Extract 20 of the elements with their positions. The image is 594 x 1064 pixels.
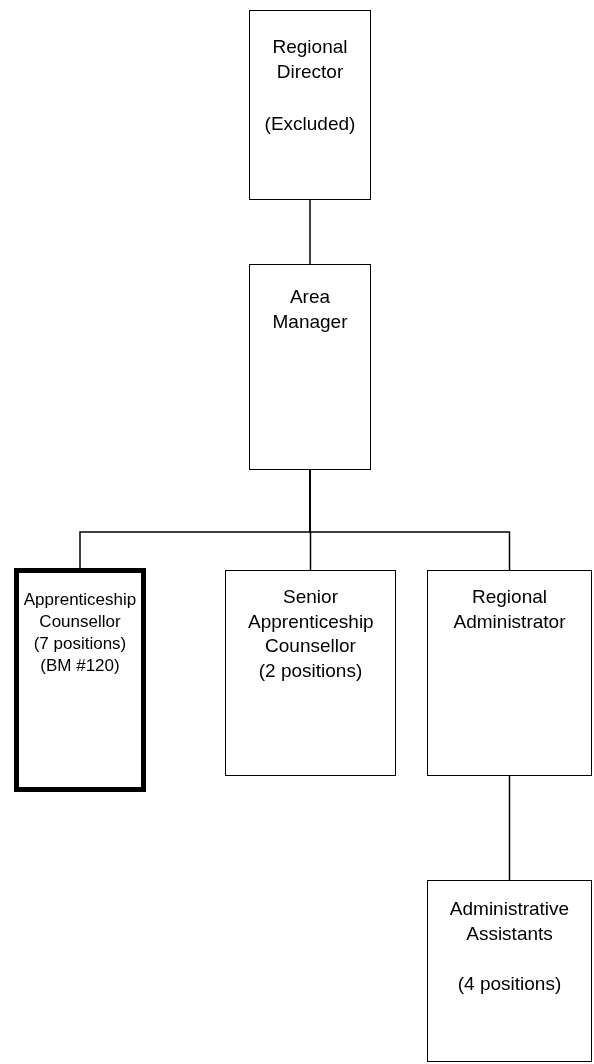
position-note: (7 positions) xyxy=(32,633,128,656)
position-title: Regional Director xyxy=(271,35,349,84)
position-box xyxy=(427,880,592,1062)
position-note: (Excluded) xyxy=(263,112,357,137)
position-box xyxy=(249,264,371,470)
position-title: Area Manager xyxy=(271,285,349,334)
connector-line xyxy=(309,199,311,265)
connector-line xyxy=(309,469,511,571)
position-title: Senior Apprenticeship Counsellor xyxy=(248,585,373,659)
position-title: Regional Administrator xyxy=(452,585,567,634)
position-box xyxy=(14,568,146,792)
position-note: (2 positions) xyxy=(257,659,364,684)
position-note: (4 positions) xyxy=(456,972,563,997)
position-box xyxy=(427,570,592,776)
position-note: (BM #120) xyxy=(39,655,121,678)
position-box xyxy=(225,570,396,776)
position-title: Apprenticeship Counsellor xyxy=(22,589,138,634)
position-box xyxy=(249,10,371,200)
position-title: Administrative Assistants xyxy=(448,897,571,946)
connector-line xyxy=(508,775,511,881)
